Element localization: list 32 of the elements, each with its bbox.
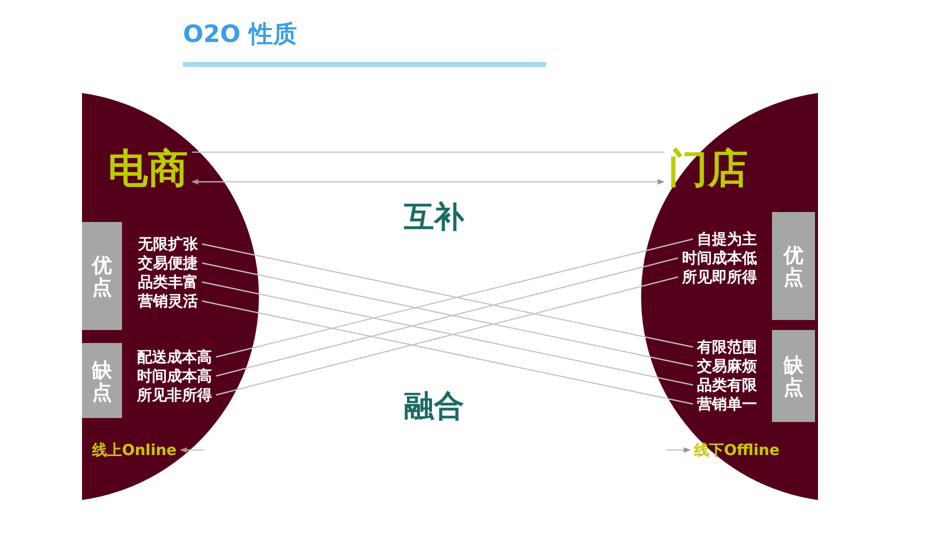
connector-line	[216, 257, 678, 377]
list-item: 有限范围	[697, 338, 757, 356]
list-item: 品类丰富	[138, 273, 198, 291]
connector-line	[202, 300, 694, 405]
list-item: 所见即所得	[682, 268, 757, 286]
arrow	[191, 179, 665, 185]
list-item: 自提为主	[697, 230, 757, 248]
list-item: 营销单一	[697, 395, 757, 413]
list-item: 营销灵活	[138, 292, 198, 310]
channel-label: 线下Offline	[694, 441, 780, 459]
arrow	[666, 447, 691, 453]
arrow	[180, 447, 205, 453]
list-item: 无限扩张	[138, 235, 198, 253]
list-item: 交易便捷	[138, 254, 198, 272]
connector-line	[202, 281, 694, 386]
title: O2O 性质	[183, 20, 297, 49]
list-item: 交易麻烦	[697, 357, 757, 375]
list-item: 时间成本高	[137, 367, 212, 385]
relation-label: 互补	[404, 203, 464, 233]
list-item: 配送成本高	[137, 348, 212, 366]
list-item: 时间成本低	[682, 249, 757, 267]
panel-heading: 电商	[108, 149, 188, 189]
connector-line	[202, 262, 694, 367]
channel-label: 线上Online	[92, 441, 177, 459]
list-item: 所见非所得	[137, 386, 212, 404]
label-tab: 优点	[82, 222, 122, 330]
connector-line	[216, 276, 678, 396]
label-tab: 缺点	[772, 330, 815, 422]
label-tab: 缺点	[82, 343, 122, 418]
relation-label: 融合	[404, 392, 464, 422]
label-tab: 优点	[772, 212, 815, 320]
list-item: 品类有限	[697, 376, 757, 394]
